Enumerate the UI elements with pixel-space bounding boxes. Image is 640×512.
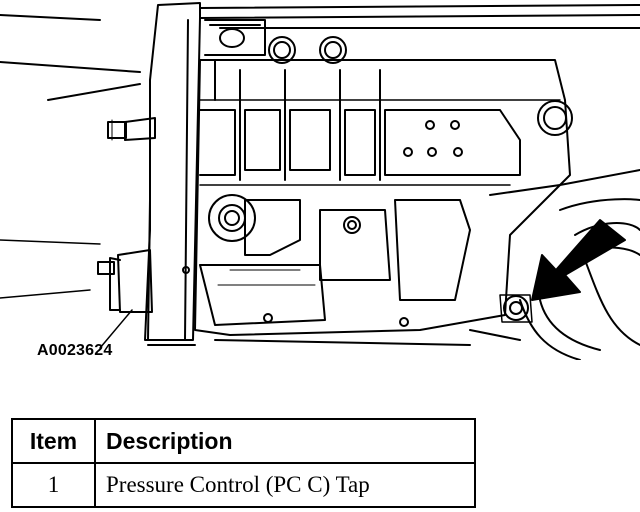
legend-header-row: Item Description xyxy=(11,418,476,464)
figure-id: A0023624 xyxy=(37,342,113,359)
transmission-valve-body-illustration xyxy=(0,2,640,360)
item-number: 1 xyxy=(11,462,96,508)
table-row: 1 Pressure Control (PC C) Tap xyxy=(11,462,476,508)
arrow-icon xyxy=(531,219,626,301)
legend-table: Item Description 1 Pressure Control (PC … xyxy=(11,418,476,508)
item-header: Item xyxy=(11,418,96,464)
pressure-control-tap xyxy=(499,294,533,323)
background-lines xyxy=(0,4,640,299)
description-header: Description xyxy=(94,418,476,464)
item-description: Pressure Control (PC C) Tap xyxy=(94,462,476,508)
valve-body-plate xyxy=(194,19,571,336)
figure-leader-line xyxy=(99,309,133,349)
plate-fasteners xyxy=(182,28,573,327)
side-cover-plate xyxy=(97,2,201,346)
